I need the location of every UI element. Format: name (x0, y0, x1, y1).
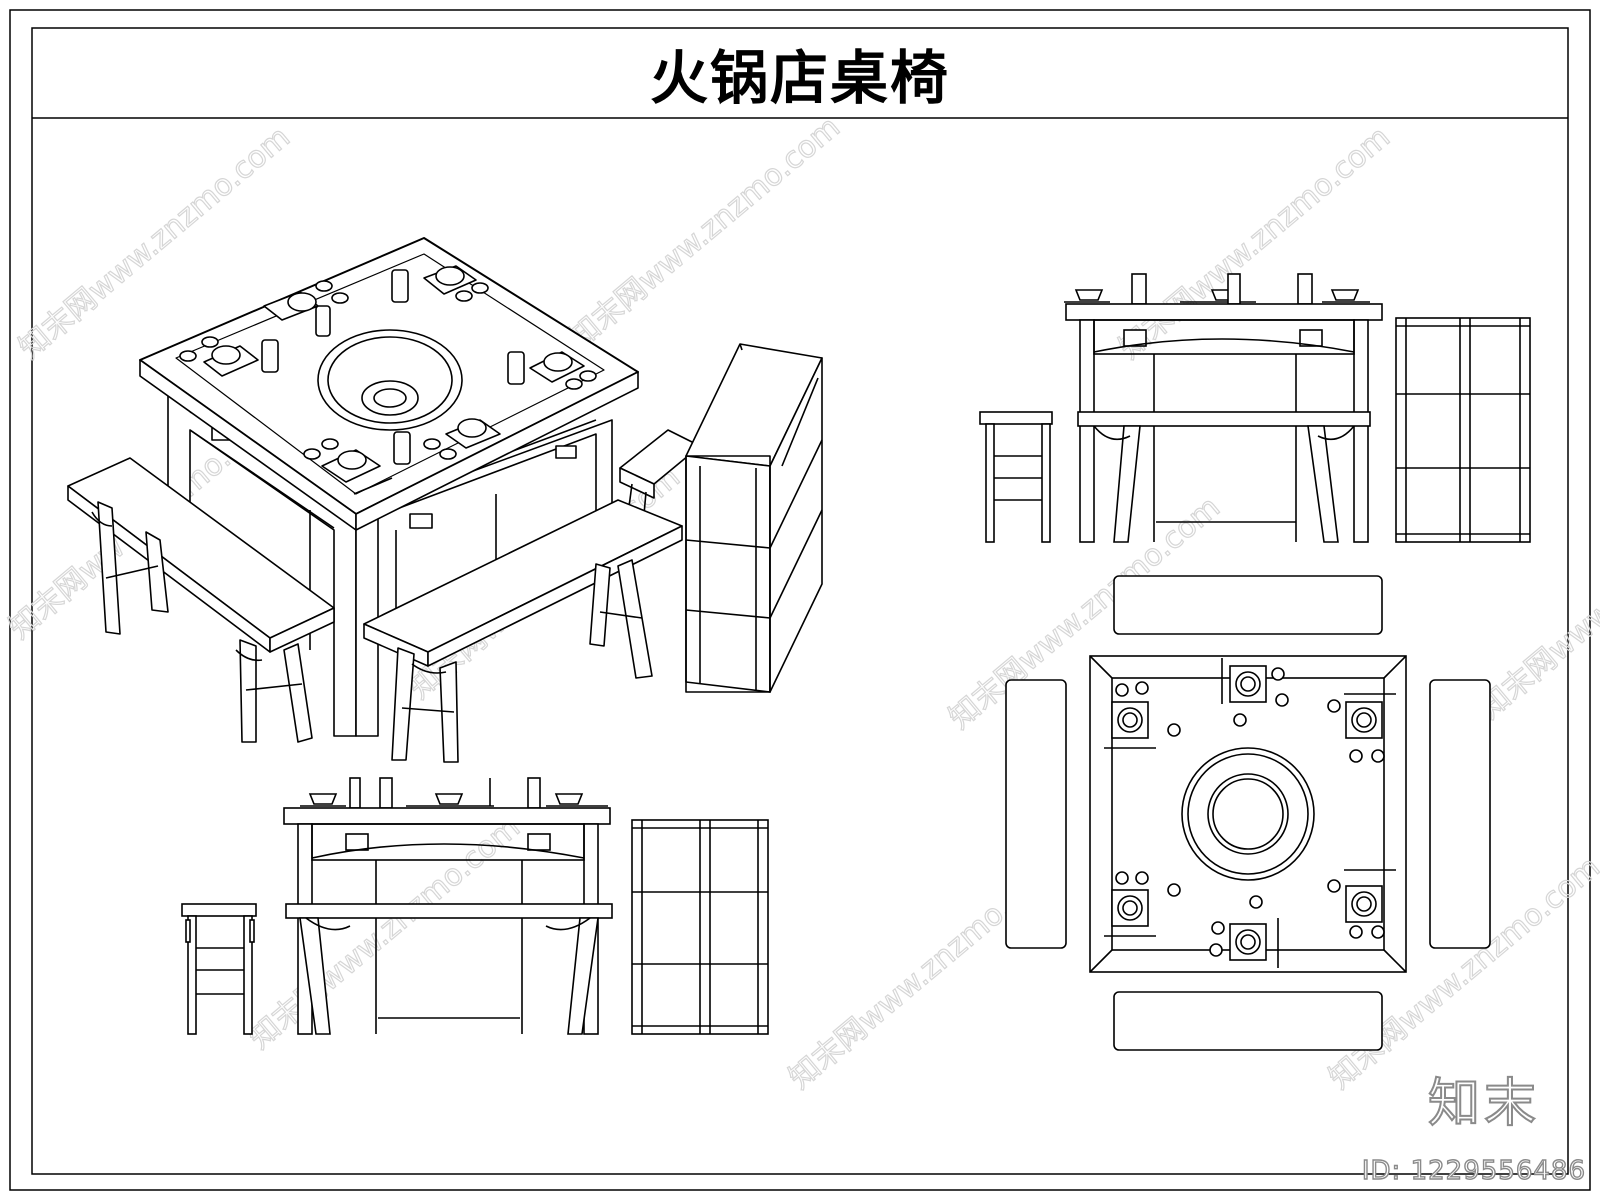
document-id: ID: 1229556486 (1361, 1155, 1586, 1186)
side-bench (1077, 411, 1371, 543)
front-shelf (631, 819, 769, 1035)
plan-hotpot (1181, 747, 1315, 881)
plan-place-setting (1104, 681, 1181, 749)
plan-bench-top (1113, 575, 1383, 635)
brand-logo: 知末 (1427, 1073, 1540, 1135)
iso-place-setting (393, 418, 501, 465)
inner-frame (31, 27, 1569, 1175)
plan-place-setting (1327, 693, 1396, 763)
side-elevation (979, 273, 1531, 543)
watermark: 知末网www.znzmo.com (563, 110, 847, 356)
plan-bench-left (1005, 679, 1067, 949)
front-elevation (181, 777, 769, 1035)
iso-place-setting (391, 265, 489, 303)
side-table-leg (1079, 319, 1095, 543)
front-tabletop-items (300, 777, 608, 809)
iso-tabletop (139, 237, 639, 531)
plan-view (1005, 575, 1491, 1051)
plan-place-setting (1327, 869, 1396, 939)
plan-bench-bottom (1113, 991, 1383, 1051)
iso-bench-front-left (67, 457, 335, 743)
side-tabletop-items (1064, 273, 1370, 305)
side-stool (979, 411, 1053, 543)
iso-place-setting (303, 438, 393, 495)
drawing-title: 火锅店桌椅 (649, 44, 950, 112)
front-tabletop (283, 807, 611, 825)
iso-place-setting (263, 280, 349, 337)
iso-bench-front-right (363, 499, 683, 763)
side-shelf (1395, 317, 1531, 543)
iso-bench-back-right (619, 429, 701, 561)
plan-place-setting (1221, 658, 1289, 727)
plan-place-setting (1209, 895, 1279, 968)
iso-place-setting (507, 351, 597, 390)
iso-shelf (685, 343, 823, 693)
iso-place-setting (179, 336, 279, 377)
front-stool (181, 903, 257, 1035)
side-table-leg (1353, 319, 1369, 543)
side-tabletop (1065, 303, 1383, 321)
plan-place-setting (1104, 871, 1181, 937)
outer-frame (9, 9, 1591, 1191)
front-bench (285, 903, 613, 1035)
isometric-view (67, 237, 823, 763)
plan-bench-right (1429, 679, 1491, 949)
